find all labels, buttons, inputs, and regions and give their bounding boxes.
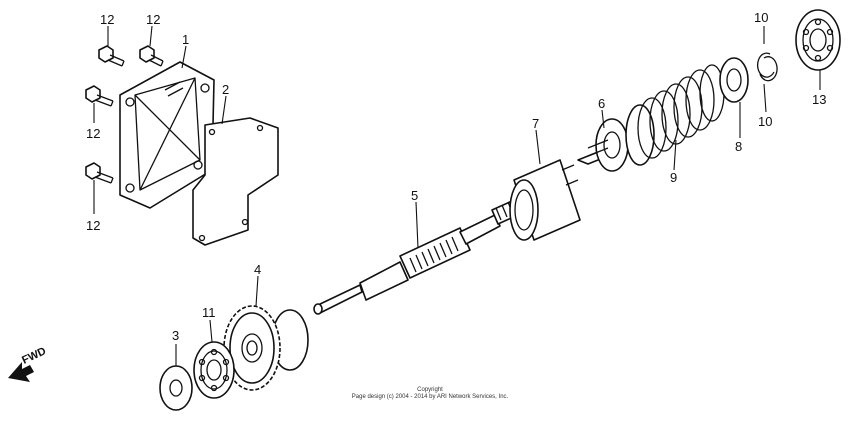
circlip-10-b xyxy=(759,56,778,82)
washer-8 xyxy=(719,57,749,103)
bearing-13 xyxy=(795,9,841,71)
part-labels: 12 12 1 2 12 12 5 7 6 9 8 10 10 13 4 11 … xyxy=(86,10,826,343)
label-12-top-left: 12 xyxy=(100,12,114,27)
collar-6 xyxy=(577,118,629,172)
sleeve-7 xyxy=(509,159,581,241)
label-3: 3 xyxy=(172,328,179,343)
bolt-12-top-right xyxy=(139,45,164,67)
gasket-2 xyxy=(192,117,279,246)
copyright-notice: Copyright Page design (c) 2004 - 2014 by… xyxy=(300,387,560,401)
shaft-5 xyxy=(313,200,519,315)
label-12-top-right: 12 xyxy=(146,12,160,27)
bolt-12-bottom xyxy=(85,162,114,184)
fwd-label: FWD xyxy=(20,345,48,366)
label-6: 6 xyxy=(598,96,605,111)
label-9: 9 xyxy=(670,170,677,185)
gear-4 xyxy=(223,305,309,391)
leader-lines xyxy=(93,25,821,366)
label-5: 5 xyxy=(411,188,418,203)
label-11: 11 xyxy=(202,305,216,320)
bearing-11 xyxy=(193,341,235,399)
label-12-middle: 12 xyxy=(86,126,100,141)
cap-3 xyxy=(159,365,193,411)
label-10-bottom: 10 xyxy=(758,114,772,129)
label-4: 4 xyxy=(254,262,261,277)
label-12-bottom: 12 xyxy=(86,218,100,233)
bolt-12-middle xyxy=(85,85,114,107)
bolt-12-top-left xyxy=(98,45,125,67)
fwd-arrow: FWD xyxy=(8,345,48,382)
label-8: 8 xyxy=(735,139,742,154)
label-2: 2 xyxy=(222,82,229,97)
label-7: 7 xyxy=(532,116,539,131)
label-13: 13 xyxy=(812,92,826,107)
spring-9 xyxy=(625,64,725,166)
copyright-line-1: Copyright xyxy=(417,387,443,393)
fwd-arrow-icon xyxy=(8,362,34,382)
label-10-top: 10 xyxy=(754,10,768,25)
label-1: 1 xyxy=(182,32,189,47)
copyright-line-2: Page design (c) 2004 - 2014 by ARI Netwo… xyxy=(351,394,509,400)
circlip-10-a xyxy=(756,52,775,78)
